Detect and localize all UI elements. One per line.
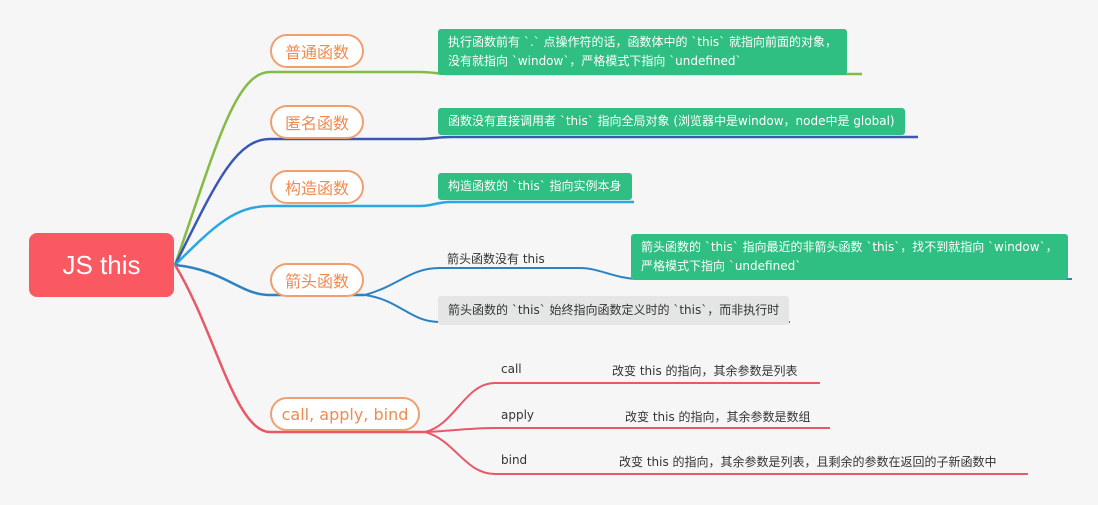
connector-apply [424,427,830,433]
note-constructor-text: 构造函数的 `this` 指向实例本身 [448,179,622,193]
note-arrow-line-2: 严格模式下指向 `undefined` [641,259,802,273]
note-anonymous-text: 函数没有直接调用者 `this` 指向全局对象 (浏览器中是window，nod… [448,114,895,128]
connector-call [424,382,820,433]
branch-constructor-function[interactable]: 构造函数 [270,170,364,204]
branch-arrow-function[interactable]: 箭头函数 [270,263,364,297]
note-arrow-line-1: 箭头函数的 `this` 指向最近的非箭头函数 `this`，找不到就指向 `w… [641,240,1058,254]
cab-item-call[interactable]: call [501,362,522,376]
connector-anonymous [173,135,918,266]
note-anonymous-function[interactable]: 函数没有直接调用者 `this` 指向全局对象 (浏览器中是window，nod… [438,108,905,135]
connector-bind [424,431,1028,475]
cab-item-bind[interactable]: bind [501,453,528,467]
note-normal-line-2: 没有就指向 `window`，严格模式下指向 `undefined` [448,54,742,68]
cab-desc-call: 改变 this 的指向，其余参数是列表 [612,364,798,378]
note-arrow-this[interactable]: 箭头函数的 `this` 指向最近的非箭头函数 `this`，找不到就指向 `w… [631,234,1068,280]
note-constructor-function[interactable]: 构造函数的 `this` 指向实例本身 [438,173,632,200]
connector-cab [173,264,425,434]
cab-desc-bind: 改变 this 的指向，其余参数是列表，且剩余的参数在返回的子新函数中 [619,455,997,469]
root-node[interactable]: JS this [29,233,174,297]
connector-arrow [174,263,365,297]
connector-constructor [174,200,634,266]
arrow-sub-topic[interactable]: 箭头函数没有 this [447,252,545,266]
branch-normal-function[interactable]: 普通函数 [270,34,364,68]
note-arrow-definition[interactable]: 箭头函数的 `this` 始终指向函数定义时的 `this`，而非执行时 [438,296,790,325]
branch-call-apply-bind[interactable]: call, apply, bind [270,397,420,431]
branch-anonymous-function[interactable]: 匿名函数 [270,105,364,139]
note-normal-line-1: 执行函数前有 `.` 点操作符的话，函数体中的 `this` 就指向前面的对象， [448,35,837,49]
cab-item-apply[interactable]: apply [501,408,535,422]
note-arrow-definition-text: 箭头函数的 `this` 始终指向函数定义时的 `this`，而非执行时 [448,303,780,317]
cab-desc-apply: 改变 this 的指向，其余参数是数组 [625,410,811,424]
connector-arrow-sub1 [364,267,1072,296]
note-normal-function[interactable]: 执行函数前有 `.` 点操作符的话，函数体中的 `this` 就指向前面的对象，… [438,29,847,75]
